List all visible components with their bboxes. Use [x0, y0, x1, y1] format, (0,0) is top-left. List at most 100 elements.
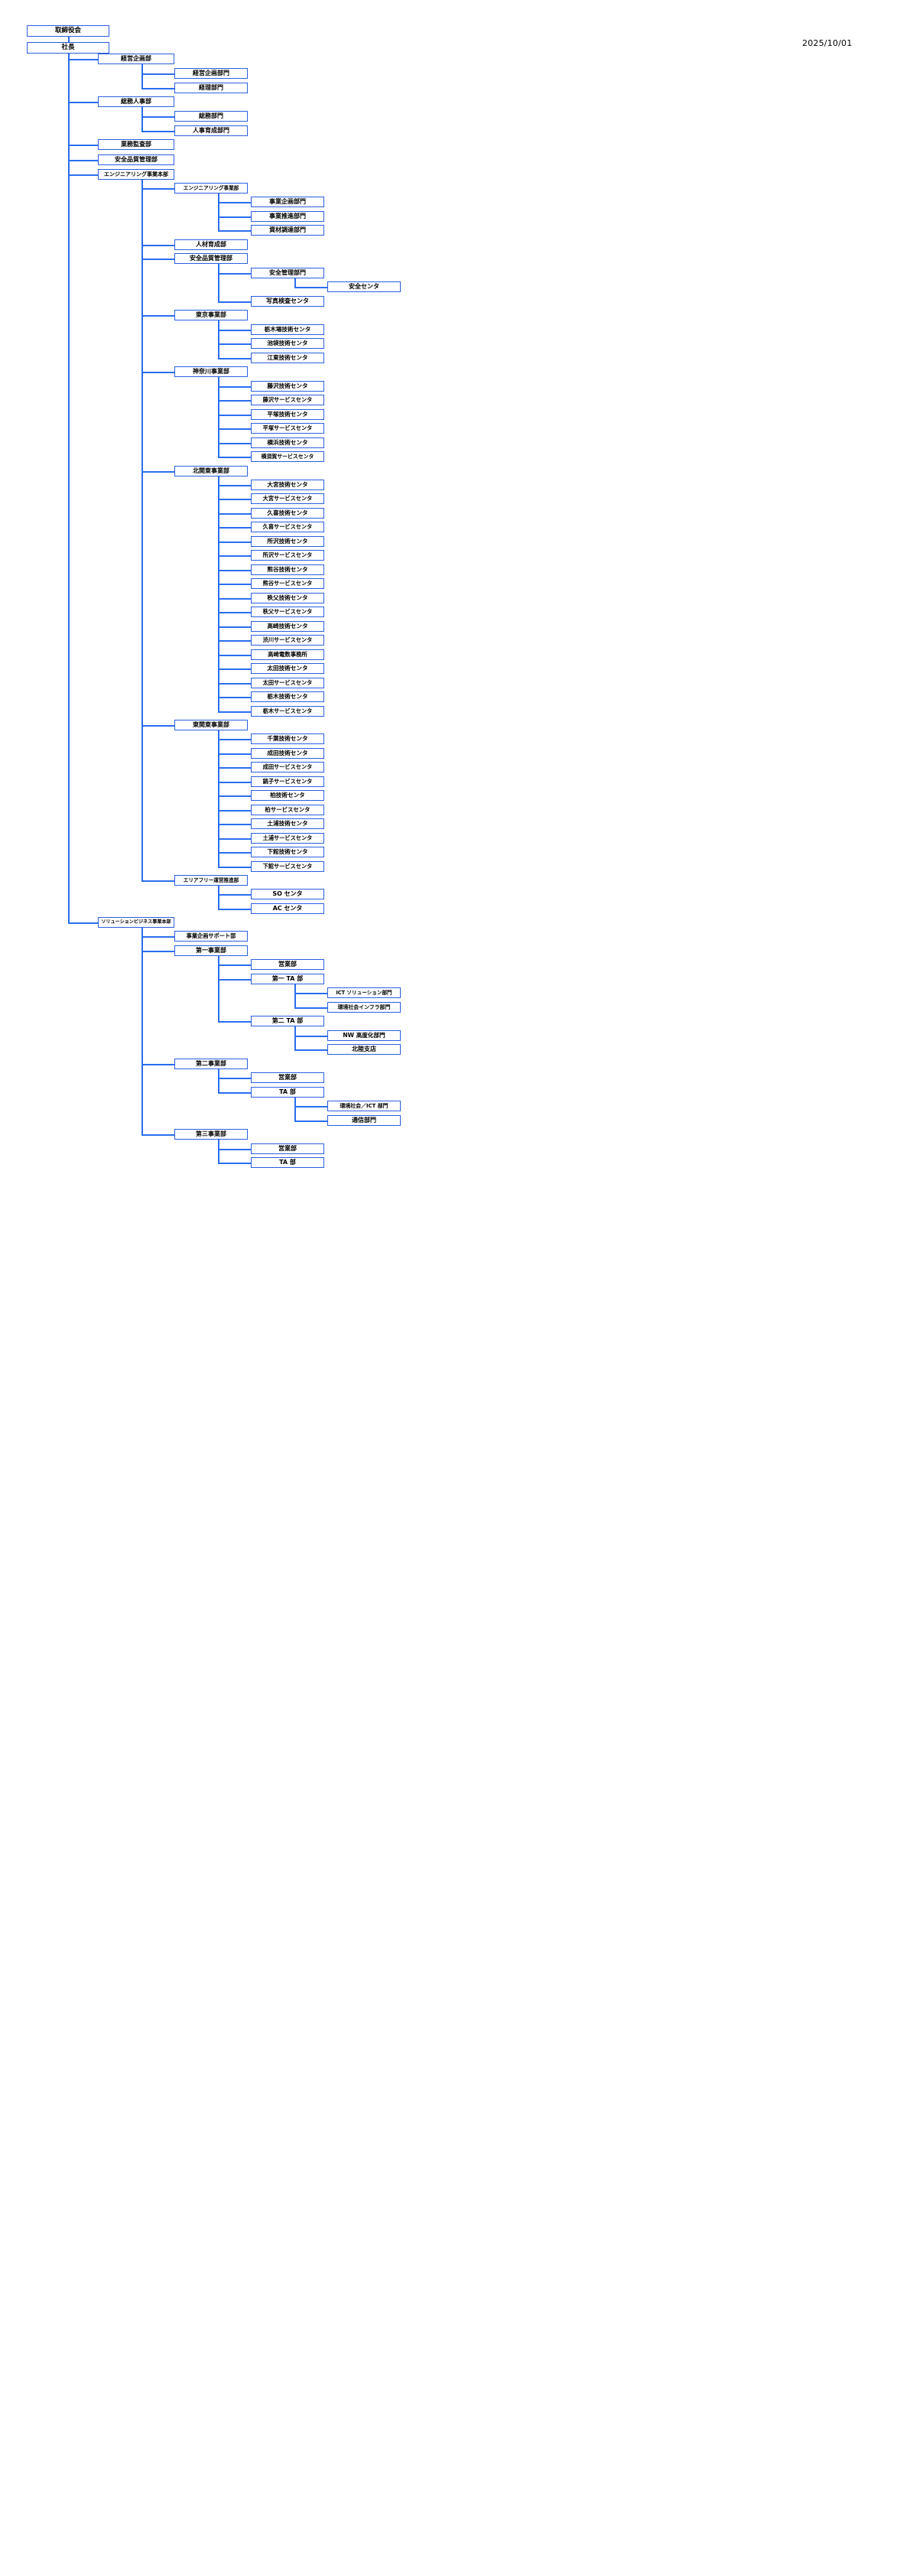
org-node[interactable]: 柏サービスセンタ: [251, 805, 324, 815]
org-node[interactable]: 営業部: [251, 1143, 324, 1154]
org-node[interactable]: 池袋技術センタ: [251, 338, 324, 349]
org-node[interactable]: 所沢サービスセンタ: [251, 550, 324, 561]
org-node[interactable]: 秩父技術センタ: [251, 593, 324, 603]
connector-horizontal: [141, 131, 174, 132]
org-node[interactable]: エンジニアリング事業本部: [98, 169, 174, 180]
org-node[interactable]: 神奈川事業部: [174, 366, 248, 377]
org-node[interactable]: TA 部: [251, 1087, 324, 1098]
connector-horizontal: [218, 683, 251, 685]
org-node[interactable]: 下館技術センタ: [251, 847, 324, 857]
org-node[interactable]: 事業推進部門: [251, 211, 324, 222]
connector-horizontal: [218, 443, 251, 444]
org-node[interactable]: 大宮技術センタ: [251, 480, 324, 490]
org-node[interactable]: 安全センタ: [327, 281, 401, 292]
org-node[interactable]: 資材調達部門: [251, 225, 324, 236]
org-node[interactable]: 平塚技術センタ: [251, 409, 324, 420]
org-node[interactable]: 久喜技術センタ: [251, 508, 324, 519]
org-node[interactable]: 下館サービスセンタ: [251, 861, 324, 872]
org-node[interactable]: 営業部: [251, 1072, 324, 1083]
org-node[interactable]: 藤沢技術センタ: [251, 381, 324, 392]
org-node[interactable]: 通信部門: [327, 1115, 401, 1126]
org-node[interactable]: ソリューションビジネス事業本部: [98, 917, 174, 928]
connector-vertical: [218, 194, 219, 230]
org-node[interactable]: 銚子サービスセンタ: [251, 776, 324, 787]
connector-horizontal: [218, 909, 251, 910]
org-node[interactable]: SO センタ: [251, 889, 324, 899]
org-node[interactable]: 第三事業部: [174, 1129, 248, 1140]
org-node[interactable]: 経営企画部: [98, 54, 174, 64]
org-node[interactable]: 東京事業部: [174, 310, 248, 320]
org-node[interactable]: 事業企画サポート部: [174, 931, 248, 942]
org-node[interactable]: 大宮サービスセンタ: [251, 493, 324, 504]
org-node[interactable]: 人材育成部: [174, 239, 248, 250]
org-node[interactable]: 第一 TA 部: [251, 974, 324, 984]
connector-horizontal: [218, 527, 251, 529]
org-node[interactable]: エンジニアリング事業部: [174, 183, 248, 194]
org-node[interactable]: 環境社会インフラ部門: [327, 1002, 401, 1013]
org-node[interactable]: TA 部: [251, 1157, 324, 1168]
connector-horizontal: [141, 259, 174, 260]
org-node[interactable]: 太田サービスセンタ: [251, 678, 324, 688]
org-node[interactable]: 第二 TA 部: [251, 1016, 324, 1026]
org-node[interactable]: 横浜技術センタ: [251, 437, 324, 448]
connector-horizontal: [218, 810, 251, 812]
org-node[interactable]: 北陸支店: [327, 1044, 401, 1055]
org-node[interactable]: 営業部: [251, 959, 324, 970]
org-node[interactable]: 第二事業部: [174, 1059, 248, 1069]
org-node[interactable]: 安全管理部門: [251, 268, 324, 278]
connector-horizontal: [218, 542, 251, 543]
org-node[interactable]: 平塚サービスセンタ: [251, 423, 324, 434]
org-node[interactable]: 成田技術センタ: [251, 748, 324, 759]
org-node[interactable]: 久喜サービスセンタ: [251, 522, 324, 532]
org-node[interactable]: 安全品質管理部: [98, 154, 174, 165]
org-node[interactable]: 経営企画部門: [174, 68, 248, 79]
connector-horizontal: [218, 838, 251, 840]
org-node[interactable]: 栃木サービスセンタ: [251, 706, 324, 717]
connector-horizontal: [218, 216, 251, 218]
org-node[interactable]: NW 高度化部門: [327, 1030, 401, 1041]
org-node[interactable]: エリアフリー運営推進部: [174, 875, 248, 886]
org-node[interactable]: 栃木技術センタ: [251, 691, 324, 702]
org-node[interactable]: 東関東事業部: [174, 720, 248, 730]
connector-horizontal: [218, 273, 251, 275]
org-node[interactable]: 総務人事部: [98, 96, 174, 107]
org-node[interactable]: 社長: [27, 42, 109, 54]
org-node[interactable]: 人事育成部門: [174, 125, 248, 136]
org-node[interactable]: 藤沢サービスセンタ: [251, 395, 324, 405]
org-node[interactable]: 土浦サービスセンタ: [251, 833, 324, 844]
org-node[interactable]: 取締役会: [27, 25, 109, 37]
org-node[interactable]: 柏技術センタ: [251, 790, 324, 801]
org-node[interactable]: 北関東事業部: [174, 466, 248, 476]
org-node[interactable]: 経理部門: [174, 83, 248, 93]
connector-horizontal: [218, 739, 251, 740]
org-node[interactable]: AC センタ: [251, 903, 324, 914]
org-node[interactable]: 熊谷サービスセンタ: [251, 578, 324, 589]
org-node[interactable]: 高崎電数事務所: [251, 649, 324, 660]
org-node[interactable]: 江東技術センタ: [251, 353, 324, 363]
org-node[interactable]: 千葉技術センタ: [251, 733, 324, 744]
org-node[interactable]: 成田サービスセンタ: [251, 762, 324, 772]
connector-horizontal: [68, 59, 98, 60]
org-node[interactable]: 安全品質管理部: [174, 253, 248, 264]
org-node[interactable]: ICT ソリューション部門: [327, 987, 401, 998]
org-node[interactable]: 土浦技術センタ: [251, 818, 324, 829]
org-node[interactable]: 熊谷技術センタ: [251, 564, 324, 575]
org-node[interactable]: 横須賀サービスセンタ: [251, 451, 324, 462]
connector-horizontal: [218, 655, 251, 656]
org-node[interactable]: 総務部門: [174, 111, 248, 122]
org-node[interactable]: 太田技術センタ: [251, 663, 324, 674]
org-node[interactable]: 所沢技術センタ: [251, 536, 324, 547]
org-node[interactable]: 環境社会／ICT 部門: [327, 1101, 401, 1111]
connector-horizontal: [218, 753, 251, 755]
org-node[interactable]: 栃木場技術センタ: [251, 324, 324, 335]
org-node[interactable]: 高崎技術センタ: [251, 621, 324, 632]
org-node[interactable]: 業務監査部: [98, 139, 174, 150]
org-node[interactable]: 秩父サービスセンタ: [251, 607, 324, 617]
org-node[interactable]: 写真検査センタ: [251, 296, 324, 307]
connector-horizontal: [141, 936, 174, 938]
org-node[interactable]: 渋川サービスセンタ: [251, 635, 324, 646]
org-node[interactable]: 事業企画部門: [251, 197, 324, 207]
org-node[interactable]: 第一事業部: [174, 945, 248, 956]
connector-horizontal: [218, 640, 251, 642]
